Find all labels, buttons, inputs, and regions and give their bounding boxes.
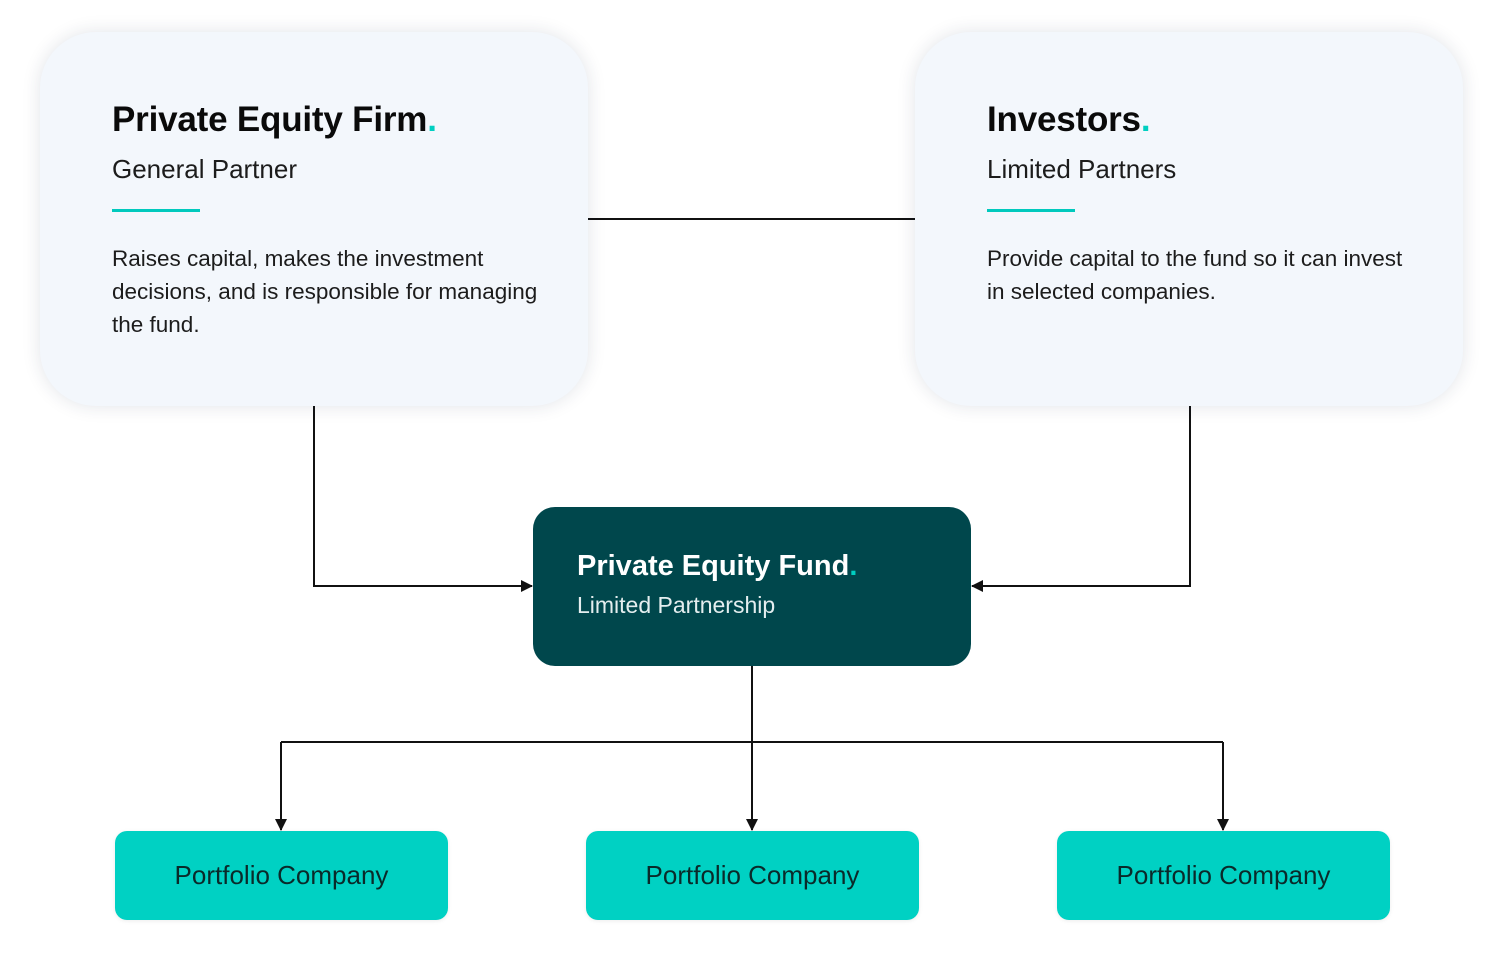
- private-equity-fund-box: Private Equity Fund. Limited Partnership: [533, 507, 971, 666]
- fund-title: Private Equity Fund.: [577, 550, 858, 582]
- fund-subtitle: Limited Partnership: [577, 592, 776, 618]
- general-partner-subtitle: General Partner: [112, 154, 297, 184]
- gp-to-fund-arrow: [313, 406, 533, 592]
- accent-divider: [987, 209, 1075, 212]
- portfolio-company-box-3: Portfolio Company: [1057, 831, 1390, 920]
- portfolio-company-box-1: Portfolio Company: [115, 831, 448, 920]
- title-accent-dot: .: [1140, 100, 1151, 139]
- general-partner-description: Raises capital, makes the investment dec…: [112, 246, 538, 337]
- accent-divider: [112, 209, 200, 212]
- limited-partners-card: Investors. Limited Partners Provide capi…: [915, 32, 1463, 406]
- title-accent-dot: .: [849, 550, 858, 582]
- general-partner-card: Private Equity Firm. General Partner Rai…: [40, 32, 588, 406]
- lp-to-fund-arrow: [971, 406, 1191, 592]
- title-accent-dot: .: [427, 100, 437, 139]
- limited-partners-subtitle: Limited Partners: [987, 154, 1177, 184]
- general-partner-title: Private Equity Firm.: [112, 100, 437, 139]
- limited-partners-description: Provide capital to the fund so it can in…: [987, 246, 1403, 304]
- limited-partners-title: Investors.: [987, 100, 1151, 139]
- portfolio-company-box-2: Portfolio Company: [586, 831, 919, 920]
